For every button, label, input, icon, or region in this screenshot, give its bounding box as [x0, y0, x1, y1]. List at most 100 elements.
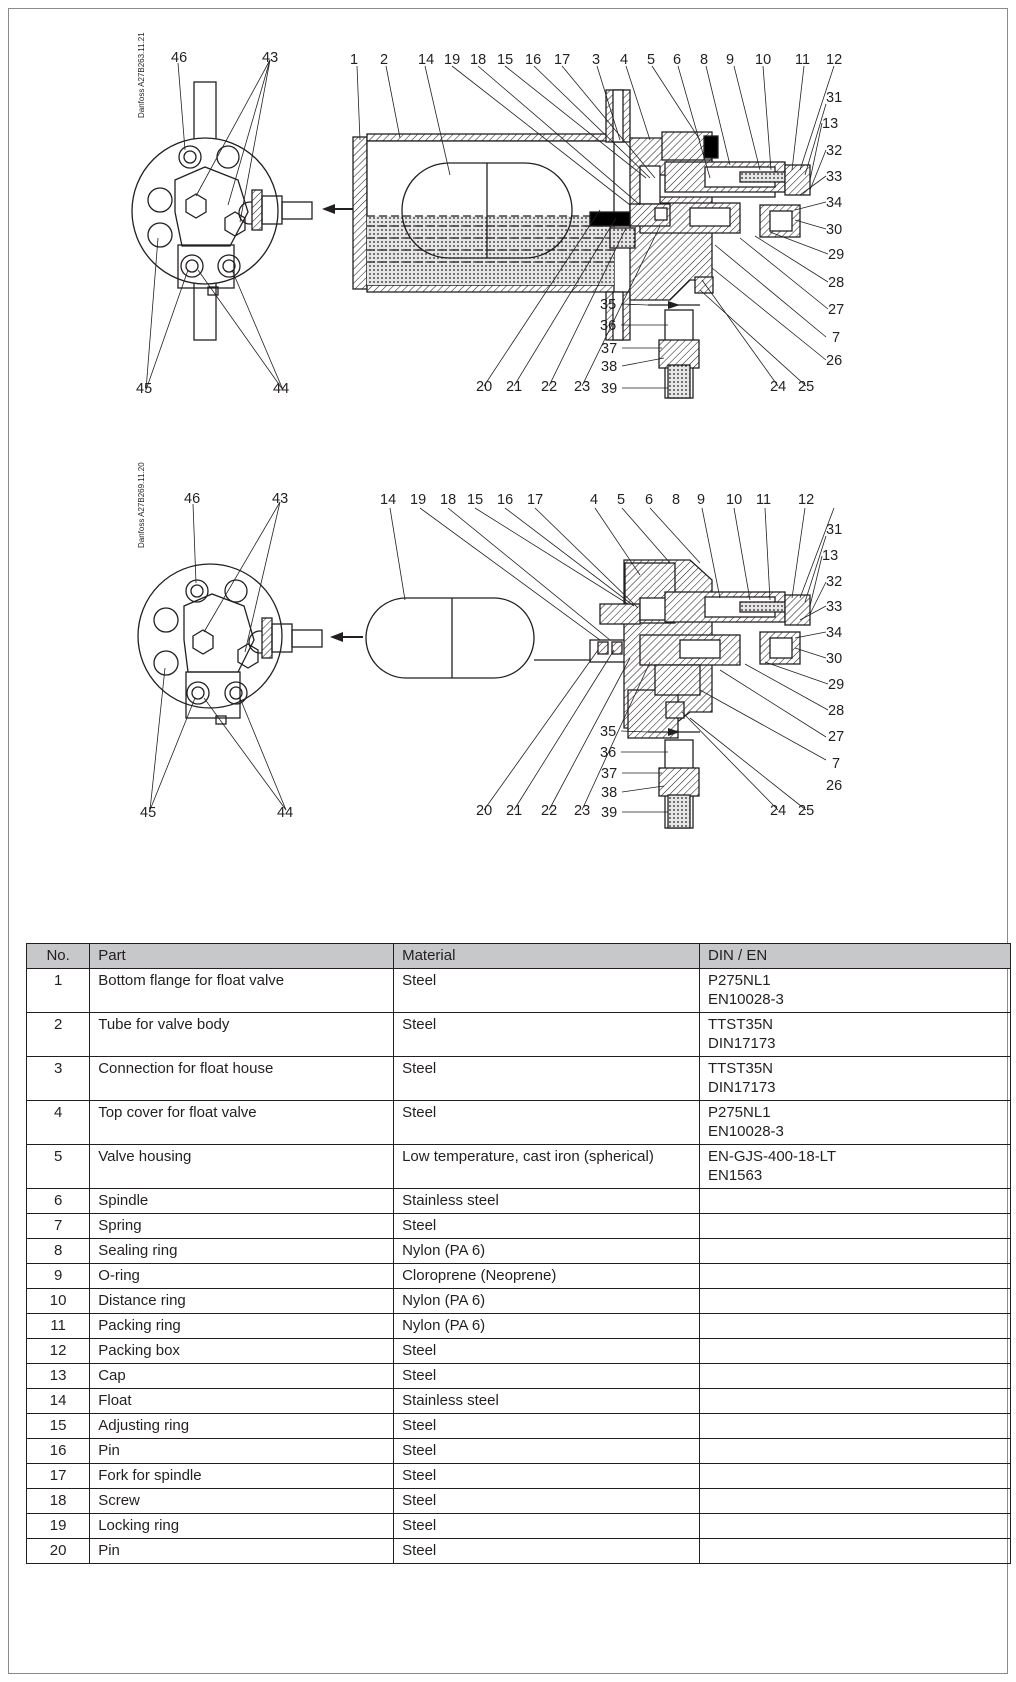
callout: 26: [826, 353, 842, 369]
callout: 10: [726, 492, 742, 508]
cell-part: Float: [89, 1388, 395, 1414]
table-row: 8 Sealing ring Nylon (PA 6): [25, 1238, 1012, 1264]
callout: 6: [673, 52, 681, 68]
table-row: 17 Fork for spindle Steel: [25, 1463, 1012, 1489]
callout: 22: [541, 803, 557, 819]
cell-material: Nylon (PA 6): [393, 1288, 700, 1314]
din-line: TTST35N: [707, 1060, 773, 1077]
cell-part: Pin: [89, 1438, 395, 1464]
callout: 21: [506, 803, 522, 819]
cell-din: [698, 1513, 1012, 1539]
callout: 5: [647, 52, 655, 68]
callout: 20: [476, 803, 492, 819]
callout: 24: [770, 379, 786, 395]
cell-material: Steel: [393, 1100, 700, 1145]
table-header-row: No. Part Material DIN / EN: [25, 943, 1012, 969]
callout: 4: [620, 52, 628, 68]
callout: 10: [755, 52, 771, 68]
cell-part: Connection for float house: [89, 1056, 395, 1101]
callout: 45: [136, 381, 152, 397]
cell-din: [698, 1188, 1012, 1214]
callout: 8: [700, 52, 708, 68]
cell-din: [698, 1538, 1012, 1564]
callout: 25: [798, 803, 814, 819]
cell-no: 16: [25, 1438, 91, 1464]
cell-part: Pin: [89, 1538, 395, 1564]
cell-material: Steel: [393, 1488, 700, 1514]
drawing-code: Danfoss A27B263.11.21: [137, 32, 146, 118]
cell-part: Adjusting ring: [89, 1413, 395, 1439]
callout: 44: [273, 381, 289, 397]
callout: 32: [826, 143, 842, 159]
cell-part: Sealing ring: [89, 1238, 395, 1264]
callout: 27: [828, 729, 844, 745]
cell-no: 14: [25, 1388, 91, 1414]
cell-din: [698, 1288, 1012, 1314]
callout: 16: [525, 52, 541, 68]
callout: 37: [601, 341, 617, 357]
cell-no: 3: [25, 1056, 91, 1101]
din-line: DIN17173: [707, 1079, 776, 1096]
callout: 36: [600, 318, 616, 334]
table-row: 12 Packing box Steel: [25, 1338, 1012, 1364]
table-row: 5 Valve housing Low temperature, cast ir…: [25, 1144, 1012, 1189]
callout: 15: [467, 492, 483, 508]
callout: 32: [826, 574, 842, 590]
header-part: Part: [89, 943, 395, 969]
cell-part: Spring: [89, 1213, 395, 1239]
cell-material: Steel: [393, 1538, 700, 1564]
cell-material: Nylon (PA 6): [393, 1238, 700, 1264]
callout: 11: [756, 492, 771, 508]
cell-din: [698, 1213, 1012, 1239]
din-line: EN10028-3: [707, 1123, 784, 1140]
cell-part: Screw: [89, 1488, 395, 1514]
callout-numbers-1: 1 2 14 19 18 15 16 17 3 4 5 6 8 9 10 11 …: [136, 50, 844, 397]
din-line: P275NL1: [707, 972, 771, 989]
callout: 27: [828, 302, 844, 318]
callout: 25: [798, 379, 814, 395]
header-din: DIN / EN: [698, 943, 1012, 969]
callout: 18: [440, 492, 456, 508]
callout: 39: [601, 381, 617, 397]
cell-din: [698, 1313, 1012, 1339]
technical-drawings: Danfoss A27B263.11.21: [131, 32, 844, 829]
cell-material: Steel: [393, 968, 700, 1013]
cell-no: 1: [25, 968, 91, 1013]
callout: 15: [497, 52, 513, 68]
table-row: 11 Packing ring Nylon (PA 6): [25, 1313, 1012, 1339]
callout: 14: [380, 492, 396, 508]
cell-no: 18: [25, 1488, 91, 1514]
table-row: 18 Screw Steel: [25, 1488, 1012, 1514]
callout: 45: [140, 805, 156, 821]
callout: 28: [828, 275, 844, 291]
din-line: P275NL1: [707, 1104, 771, 1121]
table-row: 1 Bottom flange for float valve Steel P2…: [25, 968, 1012, 1013]
cell-din: [698, 1263, 1012, 1289]
callout: 23: [574, 379, 590, 395]
din-line: EN1563: [707, 1167, 763, 1184]
header-no: No.: [25, 943, 91, 969]
callout: 14: [418, 52, 434, 68]
callout: 3: [592, 52, 600, 68]
flange-end-view: [137, 563, 323, 725]
callout: 23: [574, 803, 590, 819]
valve-section: [365, 559, 811, 829]
cell-material: Cloroprene (Neoprene): [393, 1263, 700, 1289]
cell-part: Top cover for float valve: [89, 1100, 395, 1145]
cell-no: 12: [25, 1338, 91, 1364]
callout: 9: [726, 52, 734, 68]
document-page: [8, 8, 1008, 1674]
callout: 12: [798, 492, 814, 508]
cell-din: TTST35N DIN17173: [698, 1056, 1012, 1101]
callout: 22: [541, 379, 557, 395]
cell-no: 2: [25, 1012, 91, 1057]
cell-material: Nylon (PA 6): [393, 1313, 700, 1339]
cell-part: Locking ring: [89, 1513, 395, 1539]
table-row: 13 Cap Steel: [25, 1363, 1012, 1389]
callout: 19: [444, 52, 460, 68]
callout: 39: [601, 805, 617, 821]
callout: 31: [826, 522, 842, 538]
cell-no: 17: [25, 1463, 91, 1489]
